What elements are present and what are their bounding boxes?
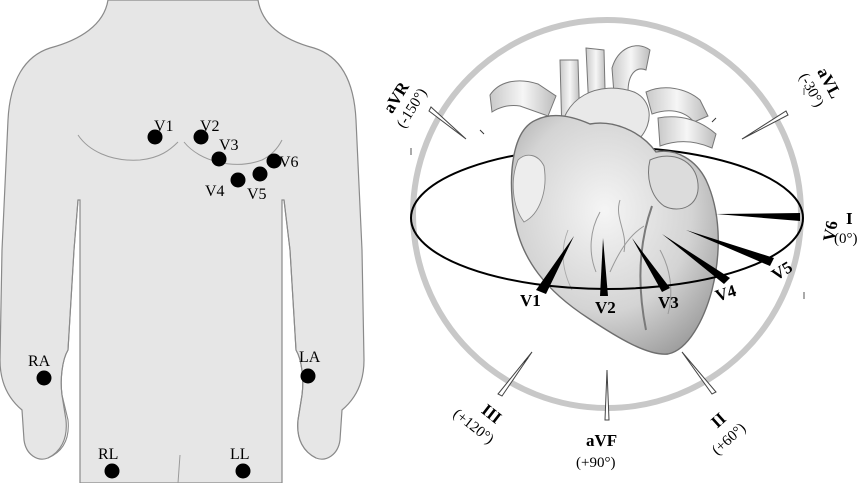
lead-i-name: I xyxy=(846,209,853,228)
electrode-ra-dot xyxy=(37,371,52,386)
electrode-rl-dot xyxy=(105,464,120,479)
electrode-v4-dot xyxy=(231,173,246,188)
lead-ii-label-group: II (+60°) xyxy=(694,403,749,458)
avr-tick xyxy=(480,130,484,134)
lead-i-angle: (0°) xyxy=(834,231,858,247)
axis-figure: V1 V2 V3 V4 V5 V6 aVR (-150°) aVL (-30°)… xyxy=(376,20,857,471)
electrode-ll-label: LL xyxy=(230,446,250,463)
precordial-v3-label: V3 xyxy=(658,293,679,312)
lead-avf-name: aVF xyxy=(586,431,617,450)
electrode-v1-label: V1 xyxy=(154,118,174,135)
torso-silhouette xyxy=(0,0,364,483)
avf-axis-wedge xyxy=(605,370,609,420)
lead-iii-label-group: III (+120°) xyxy=(450,388,511,448)
v6-axis-wedge xyxy=(716,213,800,221)
electrode-ll-dot xyxy=(236,464,251,479)
lead-avf-label-group: aVF (+90°) xyxy=(576,431,617,471)
body-figure: V1 V2 V3 V4 V5 V6 RA LA RL LL xyxy=(0,0,364,483)
precordial-v2-label: V2 xyxy=(595,298,616,317)
avl-tick xyxy=(712,118,716,122)
electrode-la-dot xyxy=(301,369,316,384)
electrode-v4-label: V4 xyxy=(205,183,225,200)
electrode-v6-label: V6 xyxy=(279,154,299,171)
lead-ii-name: II xyxy=(707,408,730,431)
heart-body xyxy=(512,116,719,355)
precordial-v4-label: V4 xyxy=(713,281,739,306)
lead-avl-label-group: aVL (-30°) xyxy=(796,61,846,110)
electrode-la-label: LA xyxy=(299,349,321,366)
electrode-ra-label: RA xyxy=(28,353,51,370)
precordial-v1-label: V1 xyxy=(520,291,541,310)
electrode-v5-dot xyxy=(253,167,268,182)
electrode-v5-label: V5 xyxy=(247,186,267,203)
lead-avf-angle: (+90°) xyxy=(576,455,615,471)
electrode-v2-label: V2 xyxy=(200,118,220,135)
electrode-v3-label: V3 xyxy=(219,137,239,154)
electrode-rl-label: RL xyxy=(98,446,118,463)
lead-avr-label-group: aVR (-150°) xyxy=(376,75,430,131)
